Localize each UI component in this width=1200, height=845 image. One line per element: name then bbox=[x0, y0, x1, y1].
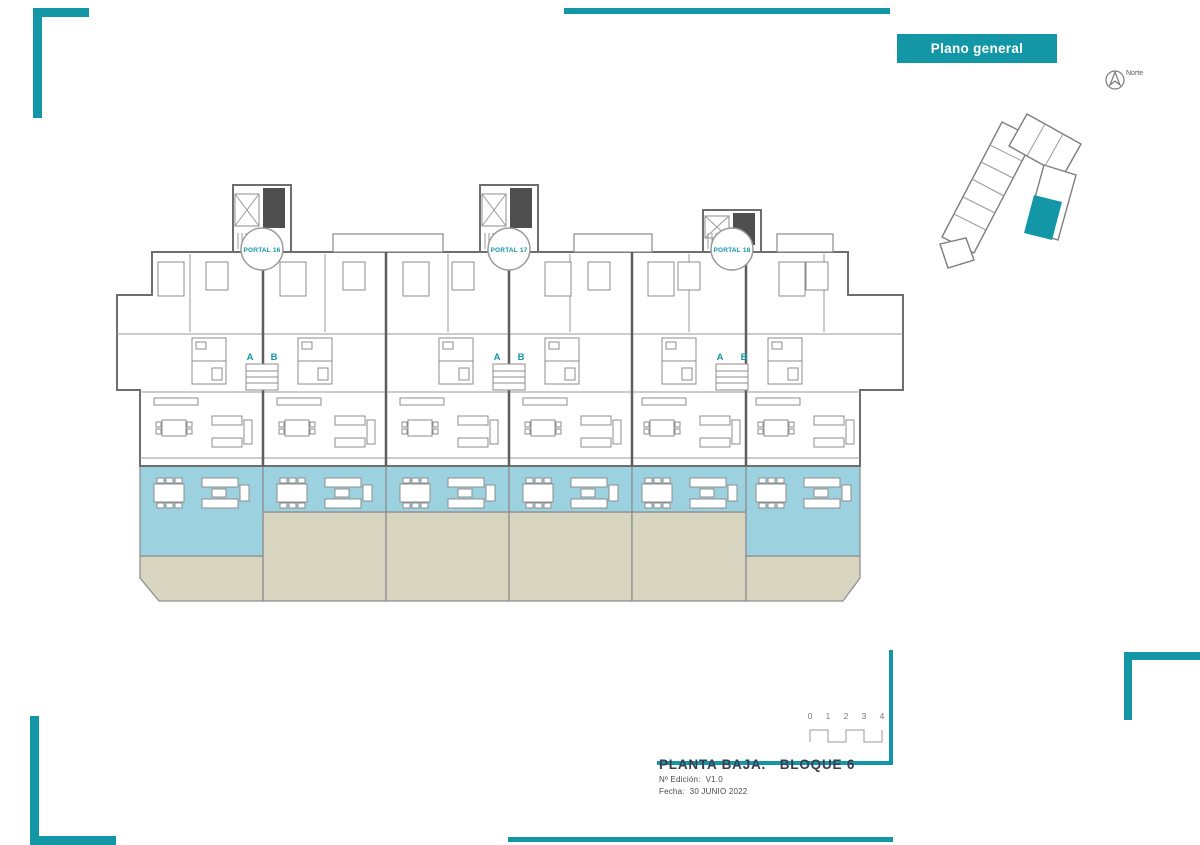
north-label: Norte bbox=[1126, 70, 1143, 77]
north-icon bbox=[1105, 70, 1125, 90]
scale-tick: 4 bbox=[880, 711, 885, 721]
plan-labels: PORTAL 16 PORTAL 17 PORTAL 18 A B A B A … bbox=[244, 247, 751, 363]
date-value: 30 JUNIO 2022 bbox=[689, 787, 748, 796]
scale-tick: 1 bbox=[826, 711, 831, 721]
corner-bar-bottom-right-horizontal bbox=[1124, 652, 1200, 660]
north-arrow-icon bbox=[1108, 70, 1122, 87]
scale-tick: 0 bbox=[808, 711, 813, 721]
elevator-shaft bbox=[263, 188, 285, 228]
corner-bar-bottom-left-vertical bbox=[30, 716, 39, 845]
title-bracket-vertical bbox=[889, 650, 893, 765]
scale-tick: 3 bbox=[862, 711, 867, 721]
portal-circle bbox=[487, 227, 531, 271]
scale-bar-rule bbox=[809, 729, 883, 743]
unit-label: B bbox=[271, 352, 278, 363]
portal-circle bbox=[710, 227, 754, 271]
key-plan-highlight bbox=[1024, 195, 1062, 240]
unit-label: B bbox=[518, 352, 525, 363]
corner-bar-bottom-right-vertical bbox=[1124, 652, 1132, 720]
unit-label: A bbox=[717, 352, 724, 363]
garden-plot bbox=[745, 555, 861, 602]
portal-label: PORTAL 18 bbox=[714, 247, 751, 254]
unit-label: B bbox=[741, 352, 748, 363]
corner-bar-top-left-horizontal bbox=[33, 8, 89, 17]
scale-tick: 2 bbox=[844, 711, 849, 721]
unit-label: A bbox=[247, 352, 254, 363]
date-label: Fecha: bbox=[659, 787, 685, 796]
date-row: Fecha: 30 JUNIO 2022 bbox=[659, 787, 855, 796]
garden-plot bbox=[139, 555, 264, 602]
bottom-rule bbox=[508, 837, 893, 842]
unit-label: A bbox=[494, 352, 501, 363]
portal-label: PORTAL 16 bbox=[244, 247, 281, 254]
key-plan bbox=[939, 113, 1082, 269]
elevator-shaft bbox=[510, 188, 532, 228]
portal-label: PORTAL 17 bbox=[491, 247, 528, 254]
corner-bar-bottom-left-horizontal bbox=[30, 836, 116, 845]
plano-general-badge: Plano general bbox=[897, 34, 1057, 63]
edition-row: Nº Edición: V1.0 bbox=[659, 775, 855, 784]
portal-circle bbox=[240, 227, 284, 271]
bedroom-furniture bbox=[157, 261, 829, 297]
garden-plot bbox=[385, 511, 510, 602]
roofline-blocks bbox=[332, 233, 834, 253]
edition-value: V1.0 bbox=[705, 775, 723, 784]
north-indicator: Norte bbox=[1105, 70, 1143, 90]
garden-plot bbox=[262, 511, 387, 602]
garden-plots bbox=[139, 511, 861, 602]
key-plan-pool bbox=[939, 237, 975, 269]
garden-plot bbox=[508, 511, 633, 602]
title-bracket-horizontal bbox=[657, 761, 893, 765]
interior-partitions bbox=[117, 252, 903, 466]
scale-bar: 0 1 2 3 4 bbox=[808, 711, 885, 743]
edition-label: Nº Edición: bbox=[659, 775, 701, 784]
corner-bar-top-left-vertical bbox=[33, 8, 42, 118]
title-block: PLANTA BAJA. BLOQUE 6 Nº Edición: V1.0 F… bbox=[659, 757, 855, 796]
garden-plot bbox=[631, 511, 747, 602]
top-rule bbox=[564, 8, 890, 14]
sheet-title: PLANTA BAJA. BLOQUE 6 bbox=[659, 757, 856, 772]
